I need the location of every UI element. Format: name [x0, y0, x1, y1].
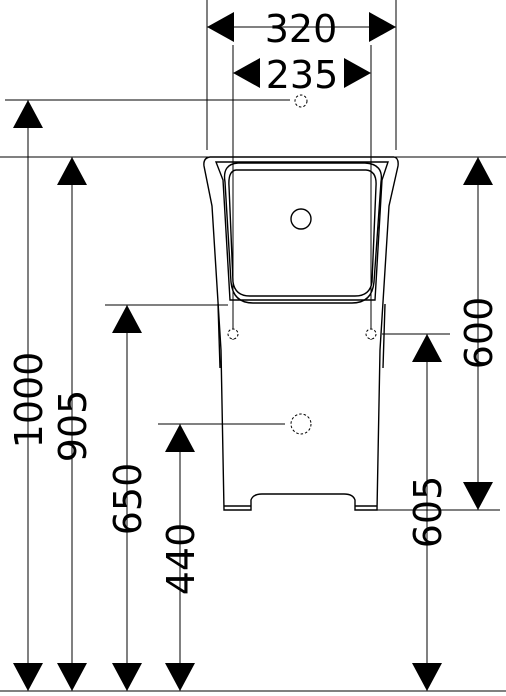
water-supply-hole — [294, 94, 308, 108]
urinal-inner-rim — [214, 161, 389, 301]
arrow-1000-top — [13, 100, 43, 128]
arrow-320-left — [207, 12, 234, 42]
dimension-905: 905 — [51, 157, 95, 691]
dimension-605: 605 — [406, 334, 450, 691]
dimension-320: 320 — [207, 7, 396, 51]
dim-label-650: 650 — [106, 463, 150, 536]
dim-label-600: 600 — [457, 297, 501, 370]
arrow-1000-bottom — [13, 663, 43, 691]
arrow-905-top — [57, 157, 87, 185]
arrow-605-top — [412, 334, 442, 362]
arrow-235-left — [233, 58, 260, 88]
bracket-hole-left — [227, 328, 239, 340]
dimension-235: 235 — [233, 53, 371, 97]
arrow-650-bottom — [112, 663, 142, 691]
arrow-320-right — [369, 12, 396, 42]
drain-outlet-hole — [290, 413, 312, 435]
arrow-600-bottom — [463, 482, 493, 510]
dim-label-605: 605 — [406, 476, 450, 549]
urinal-left-wing — [217, 303, 221, 369]
spray-nozzle-hole — [290, 208, 312, 230]
arrow-605-bottom — [412, 663, 442, 691]
arrow-440-bottom — [165, 663, 195, 691]
dim-label-1000: 1000 — [7, 352, 51, 449]
arrow-600-top — [463, 157, 493, 185]
urinal-bowl-back — [223, 162, 383, 304]
arrow-440-top — [165, 424, 195, 452]
dimension-650: 650 — [106, 305, 150, 691]
dimension-600: 600 — [457, 157, 501, 510]
urinal-outer-outline — [203, 156, 399, 511]
dim-label-320: 320 — [265, 7, 338, 51]
bracket-hole-right — [365, 328, 377, 340]
dim-label-235: 235 — [266, 53, 339, 97]
dimension-440: 440 — [159, 424, 203, 691]
urinal-front-view — [203, 156, 399, 511]
arrow-905-bottom — [57, 663, 87, 691]
urinal-right-wing — [382, 303, 386, 369]
arrow-235-right — [344, 58, 371, 88]
dim-label-440: 440 — [159, 523, 203, 596]
urinal-bowl-inner — [228, 169, 377, 297]
dim-label-905: 905 — [51, 390, 95, 463]
arrow-650-top — [112, 305, 142, 333]
dimension-1000: 1000 — [7, 100, 51, 691]
